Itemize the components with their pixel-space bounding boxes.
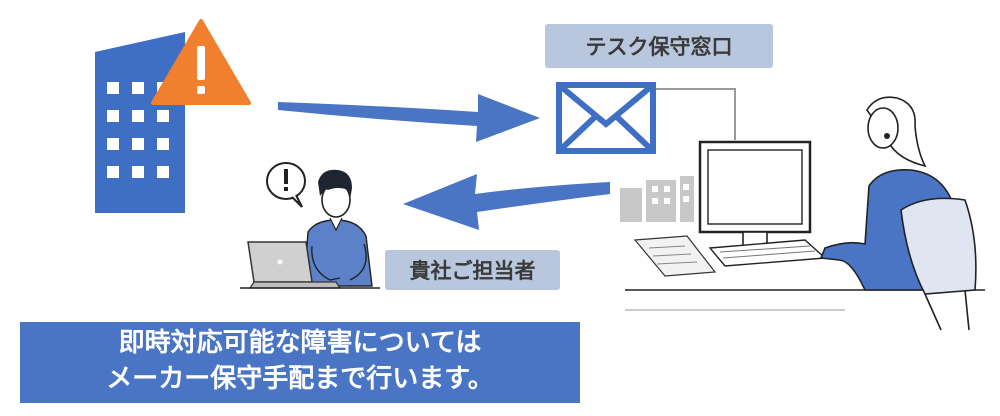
caption-line-1: 即時対応可能な障害については	[118, 328, 482, 358]
city-skyline	[620, 172, 700, 222]
response-arrow	[395, 168, 615, 234]
customer-label: 貴社ご担当者	[385, 250, 560, 290]
helpdesk-label: テスク保守窓口	[545, 24, 773, 68]
mail-icon	[556, 82, 656, 154]
report-arrow	[278, 80, 548, 150]
operator-desk	[625, 90, 995, 410]
caption-line-2: メーカー保守手配まで行います。	[106, 364, 494, 394]
customer-person	[240, 160, 390, 290]
warning-icon	[150, 18, 252, 106]
connector-line	[655, 68, 745, 143]
exclamation-bubble-icon	[264, 160, 312, 210]
caption-box: 即時対応可能な障害については メーカー保守手配まで行います。	[20, 322, 580, 403]
